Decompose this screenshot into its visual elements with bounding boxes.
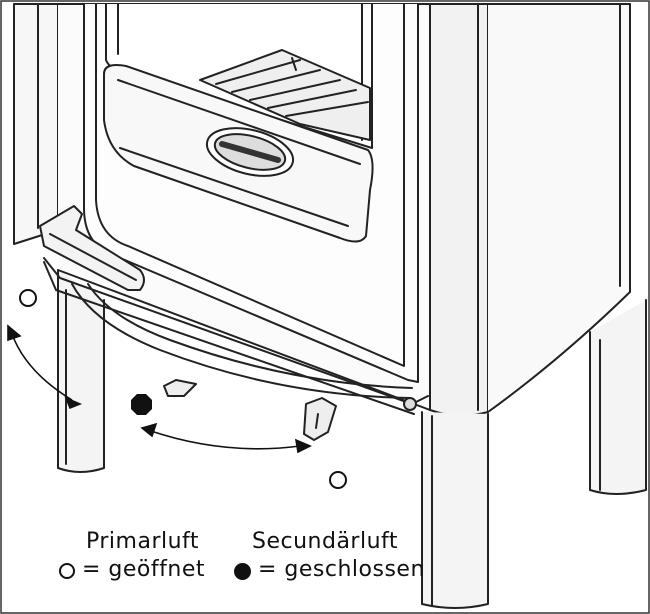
left-side-panel — [13, 3, 59, 245]
left-leg — [57, 269, 105, 473]
right-front-leg — [421, 411, 489, 609]
open-circle-icon — [59, 563, 75, 579]
primary-air-arrow — [7, 324, 83, 410]
right-side-column — [429, 3, 631, 417]
legend-open-text: = geöffnet — [82, 557, 205, 582]
secondary-air-arrow — [140, 422, 312, 454]
arrow-head-down — [64, 396, 83, 410]
door-handle — [39, 205, 145, 291]
open-marker-bottom — [329, 471, 347, 489]
ash-lip — [43, 257, 429, 415]
legend-secondary-label: Secundärluft — [252, 529, 399, 554]
arrow-head-up — [7, 324, 22, 342]
open-marker-left — [19, 289, 37, 307]
legend-closed-text: = geschlossen — [258, 557, 425, 582]
slider-knob — [403, 397, 417, 411]
arrow-head-right — [294, 438, 312, 454]
legend-primary-label: Primarluft — [86, 529, 200, 554]
fire-grate — [199, 49, 371, 141]
filled-circle-icon — [234, 563, 251, 580]
primary-air-lever[interactable] — [303, 397, 337, 441]
secondary-air-lever[interactable] — [163, 379, 197, 397]
closed-marker-middle — [131, 394, 152, 415]
brand-logo-badge — [205, 127, 295, 177]
air-slider-track — [71, 283, 413, 399]
right-rear-leg — [589, 299, 647, 495]
arrow-head-left — [140, 422, 158, 438]
